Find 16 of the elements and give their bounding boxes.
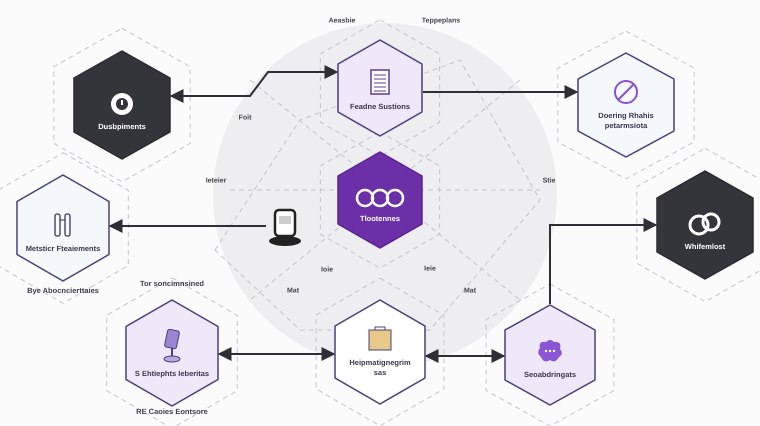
hexagon-node xyxy=(338,152,422,248)
device-icon xyxy=(267,208,303,248)
connector-arrow xyxy=(170,65,338,103)
hexagon-node xyxy=(74,51,170,159)
hexagon-node xyxy=(17,175,109,281)
hexagon-node xyxy=(126,300,218,406)
connector-arrow xyxy=(424,349,506,363)
hexagon-node xyxy=(505,305,595,405)
hexagon-node xyxy=(335,300,425,404)
connector-arrow xyxy=(423,85,578,99)
hexagon-node xyxy=(578,53,674,157)
hexagon-node xyxy=(338,40,422,136)
connector-arrow xyxy=(108,219,266,233)
hexagon-node xyxy=(657,171,753,279)
connector-arrow xyxy=(549,218,658,304)
connector-arrow xyxy=(218,347,336,361)
